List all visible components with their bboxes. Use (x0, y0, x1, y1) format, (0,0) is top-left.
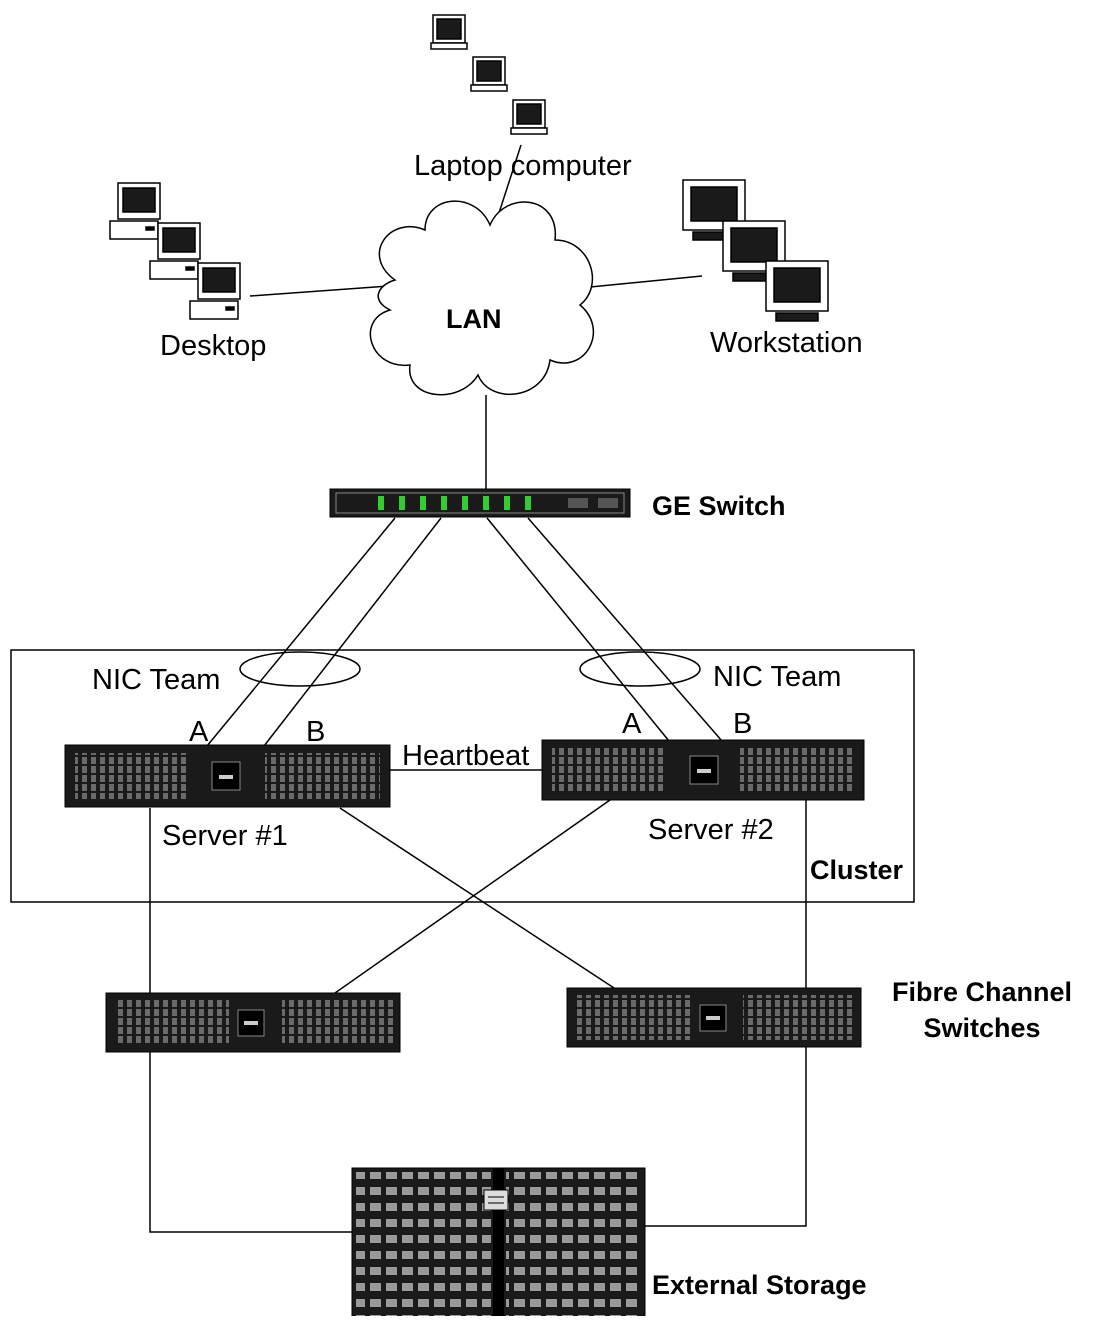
connections (149, 144, 807, 1233)
edge-desktop-lan (249, 285, 390, 297)
lan-label: LAN (446, 304, 502, 334)
switch-port-led (504, 496, 510, 510)
server2-icon (541, 739, 865, 801)
edge-switch-server1-b (263, 517, 442, 747)
switch-port-led (378, 496, 384, 510)
edge-switch-server2-a (486, 517, 670, 742)
laptop-label: Laptop computer (414, 150, 632, 182)
edge-switch-server2-b (527, 517, 723, 742)
switch-port-led (525, 496, 531, 510)
fc-switch-left-icon (105, 992, 401, 1053)
edge-workstation-lan (579, 275, 703, 289)
heartbeat-label: Heartbeat (402, 740, 530, 772)
lan-cloud-icon (369, 200, 595, 396)
server1-label: Server #1 (162, 820, 288, 852)
cluster-box (10, 649, 915, 903)
server2-label: Server #2 (648, 814, 774, 846)
fc-switch-right-icon (566, 987, 862, 1048)
switch-port-led (441, 496, 447, 510)
edge-fc-left-storage (149, 1052, 352, 1233)
nic-team-left-label: NIC Team (92, 664, 221, 696)
external-storage-label: External Storage (652, 1270, 867, 1300)
edge-switch-server1-a (206, 517, 396, 747)
nic-team-ellipse-left (239, 651, 361, 687)
workstation-icon (682, 179, 829, 322)
port-a-right-label: A (622, 708, 642, 740)
nic-team-ellipse-right (579, 651, 701, 687)
switch-port-led (420, 496, 426, 510)
switch-port-led (462, 496, 468, 510)
workstation-label: Workstation (710, 327, 863, 359)
port-a-left-label: A (189, 716, 209, 748)
ge-switch-label: GE Switch (652, 491, 786, 521)
edge-fc-right-storage (645, 1047, 807, 1227)
fc-switches-label-line2: Switches (923, 1013, 1041, 1043)
port-b-right-label: B (733, 708, 753, 740)
port-b-left-label: B (306, 716, 326, 748)
switch-port-led (399, 496, 405, 510)
fc-switches-label-line1: Fibre Channel (891, 977, 1073, 1007)
external-storage-icon (351, 1167, 646, 1317)
server1-icon (64, 744, 391, 808)
cluster-label: Cluster (810, 855, 904, 885)
nic-team-right-label: NIC Team (713, 661, 842, 693)
ge-switch-icon (329, 488, 631, 518)
switch-port-led (483, 496, 489, 510)
desktop-icon (109, 182, 241, 320)
desktop-label: Desktop (160, 330, 267, 362)
laptop-icon (430, 14, 548, 135)
edge-server1-fc-right (339, 807, 615, 989)
edge-server2-fc-left (334, 799, 611, 994)
